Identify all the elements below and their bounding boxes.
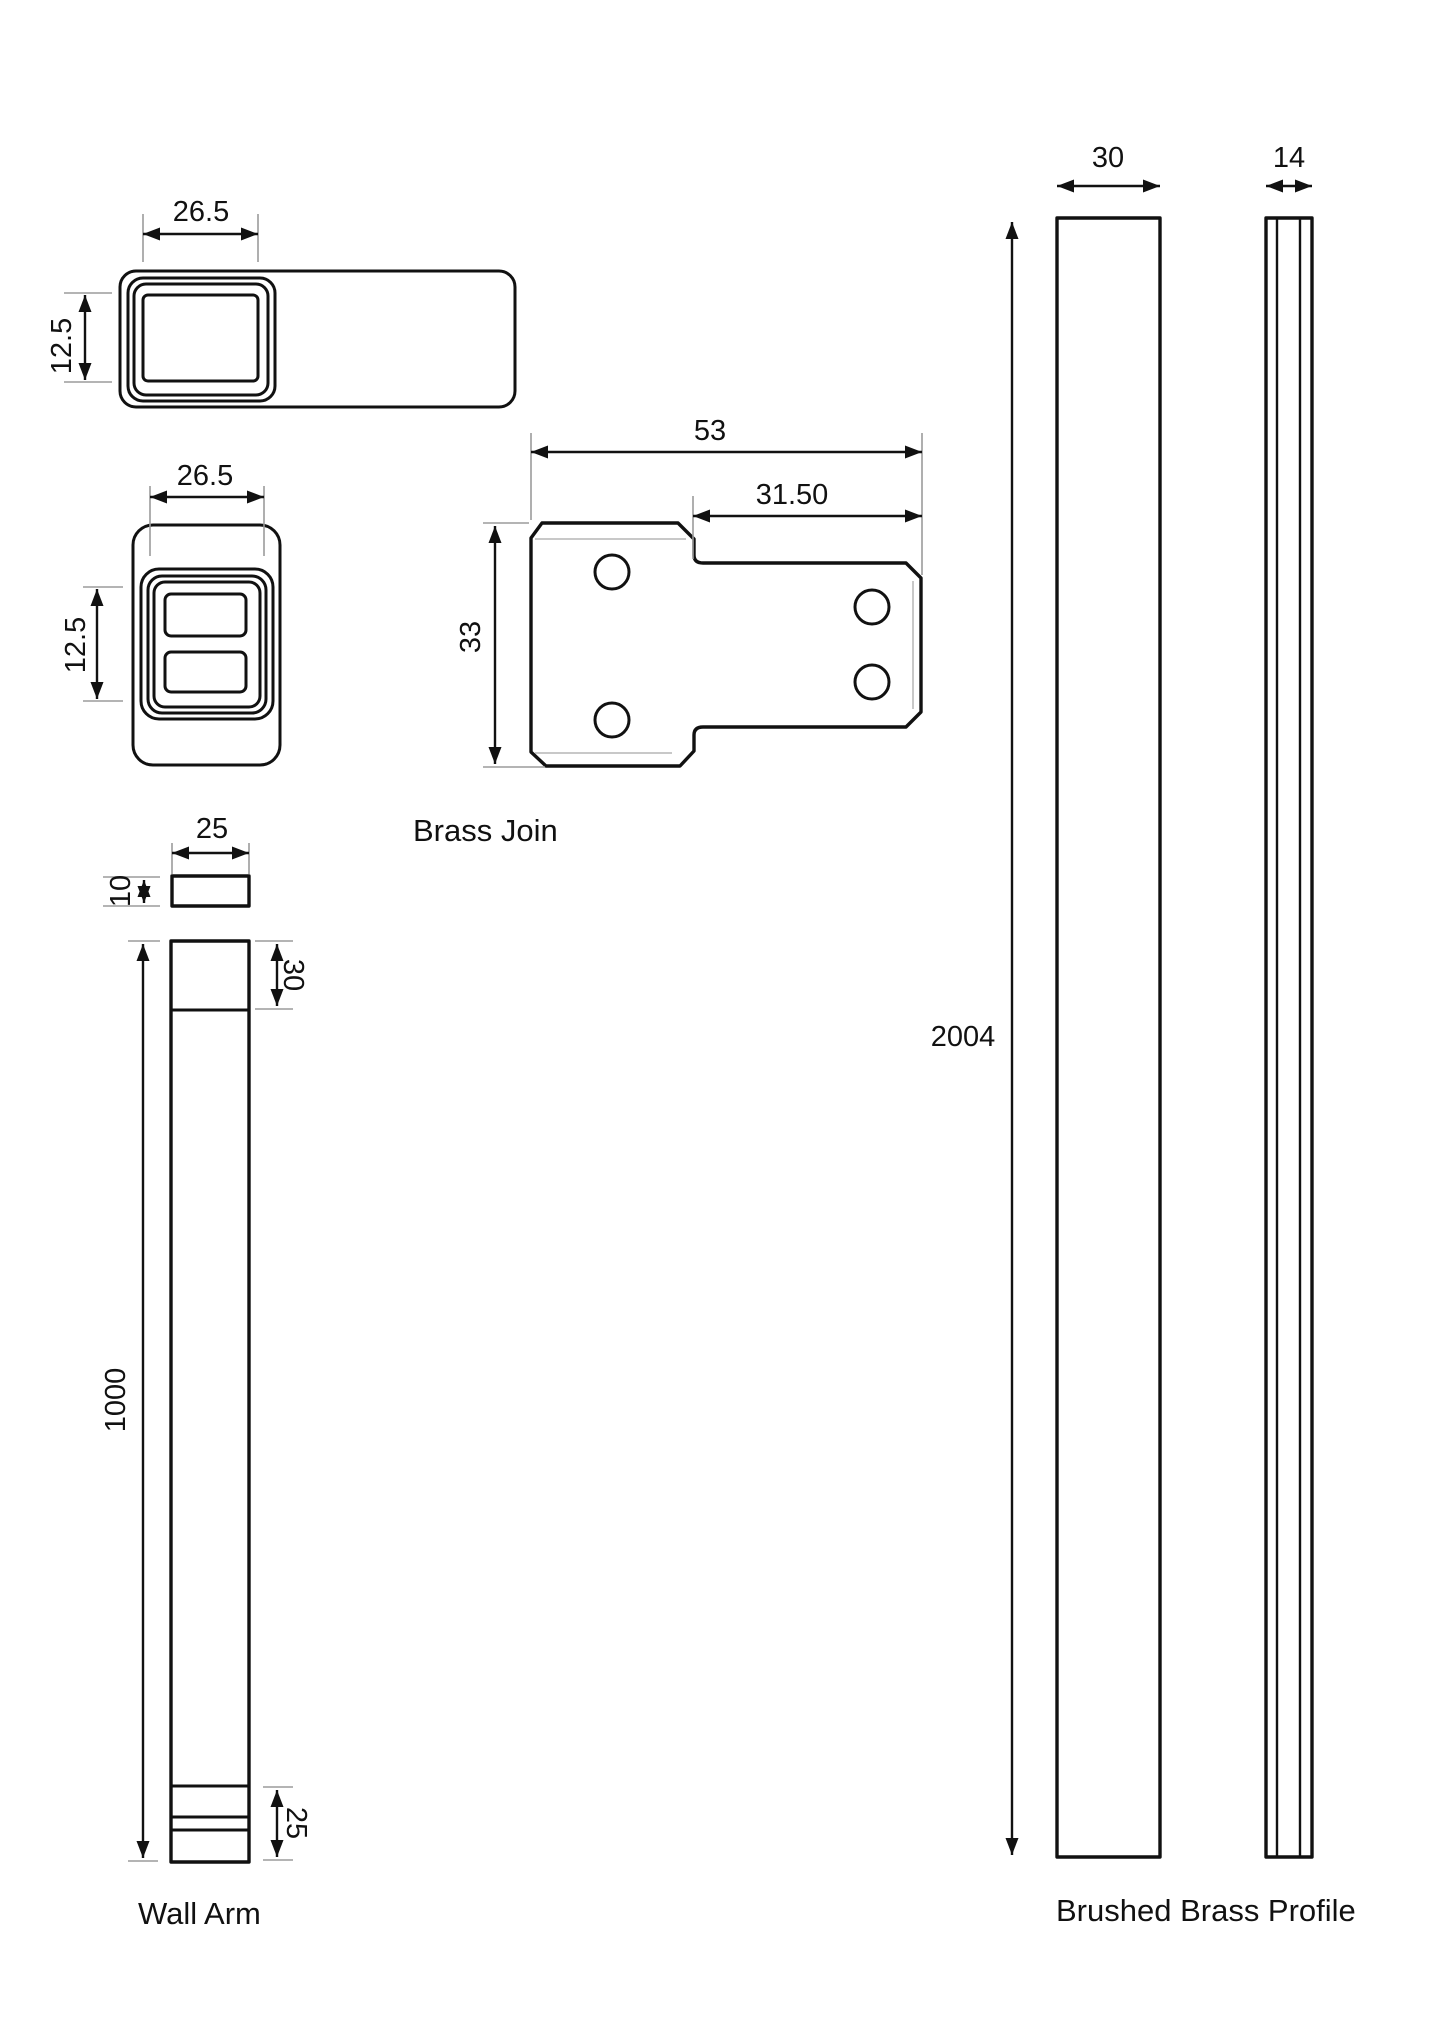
brass-join-plate-outline xyxy=(529,521,923,768)
wall-arm-view: 25 10 30 1000 25 Wall Arm xyxy=(100,813,312,1931)
arm-front-body-outline xyxy=(131,523,282,767)
dim-profile-length: 2004 xyxy=(931,222,1019,1855)
arm-front-ring-1 xyxy=(139,567,275,721)
brushed-brass-profile-view: 30 14 2004 Brushed Brass Profile xyxy=(931,142,1356,1928)
dim-wall-arm-length: 1000 xyxy=(100,940,160,1862)
dimension-value: 25 xyxy=(280,1807,312,1839)
arm-front-view: 26.5 12.5 xyxy=(60,460,282,767)
part-label-brushed-brass-profile: Brushed Brass Profile xyxy=(1056,1893,1356,1928)
dimension-value: 12.5 xyxy=(46,318,78,374)
wall-arm-body xyxy=(169,939,251,1864)
arm-side-body-outline xyxy=(118,269,517,409)
dimension-value: 12.5 xyxy=(60,617,92,673)
dim-wall-arm-cap-width: 25 xyxy=(171,813,250,874)
brass-join-view: 53 31.50 33 Brass Join xyxy=(413,415,923,848)
dimension-value: 30 xyxy=(277,959,309,991)
dim-arm-side-width: 26.5 xyxy=(142,196,259,262)
wall-arm-cap xyxy=(170,874,251,908)
screw-hole xyxy=(593,553,631,591)
dim-profile-face-width: 30 xyxy=(1057,142,1160,193)
dimension-value: 10 xyxy=(105,875,137,907)
dim-brass-join-right-width: 31.50 xyxy=(692,479,922,559)
arm-front-ring-2 xyxy=(146,574,268,715)
dim-wall-arm-top-section: 30 xyxy=(255,940,309,1010)
dimension-value: 26.5 xyxy=(177,460,233,492)
arm-front-ring-3 xyxy=(152,580,262,709)
screw-hole xyxy=(593,701,631,739)
dimension-value: 30 xyxy=(1092,142,1124,174)
dim-arm-front-width: 26.5 xyxy=(149,460,265,556)
dimension-value: 14 xyxy=(1273,142,1305,174)
dim-wall-arm-bottom-section: 25 xyxy=(263,1786,312,1861)
arm-side-view: 26.5 12.5 xyxy=(46,196,517,409)
dim-arm-front-height: 12.5 xyxy=(60,586,123,702)
dimension-value: 33 xyxy=(455,621,487,653)
screw-hole xyxy=(853,588,891,626)
dimension-value: 53 xyxy=(694,415,726,447)
part-label-wall-arm: Wall Arm xyxy=(138,1896,261,1931)
profile-side-face xyxy=(1264,216,1314,1859)
dim-wall-arm-cap-height: 10 xyxy=(103,875,160,907)
dimension-value: 25 xyxy=(196,813,228,845)
dim-brass-join-overall-width: 53 xyxy=(530,415,923,575)
dimension-value: 1000 xyxy=(100,1368,132,1433)
profile-front-face xyxy=(1055,216,1162,1859)
arm-front-slot-top xyxy=(163,592,248,638)
dim-profile-side-width: 14 xyxy=(1266,142,1312,193)
dimension-value: 26.5 xyxy=(173,196,229,228)
arm-side-socket-ring-inner xyxy=(132,282,270,397)
dimension-value: 31.50 xyxy=(756,479,829,511)
arm-front-slot-bottom xyxy=(163,650,248,694)
dim-brass-join-height: 33 xyxy=(455,522,545,768)
arm-side-socket-ring-outer xyxy=(126,276,277,403)
part-label-brass-join: Brass Join xyxy=(413,813,558,848)
dim-arm-side-height: 12.5 xyxy=(46,292,112,383)
dimension-value: 2004 xyxy=(931,1021,996,1053)
screw-hole xyxy=(853,663,891,701)
arm-side-socket-opening xyxy=(141,293,260,383)
